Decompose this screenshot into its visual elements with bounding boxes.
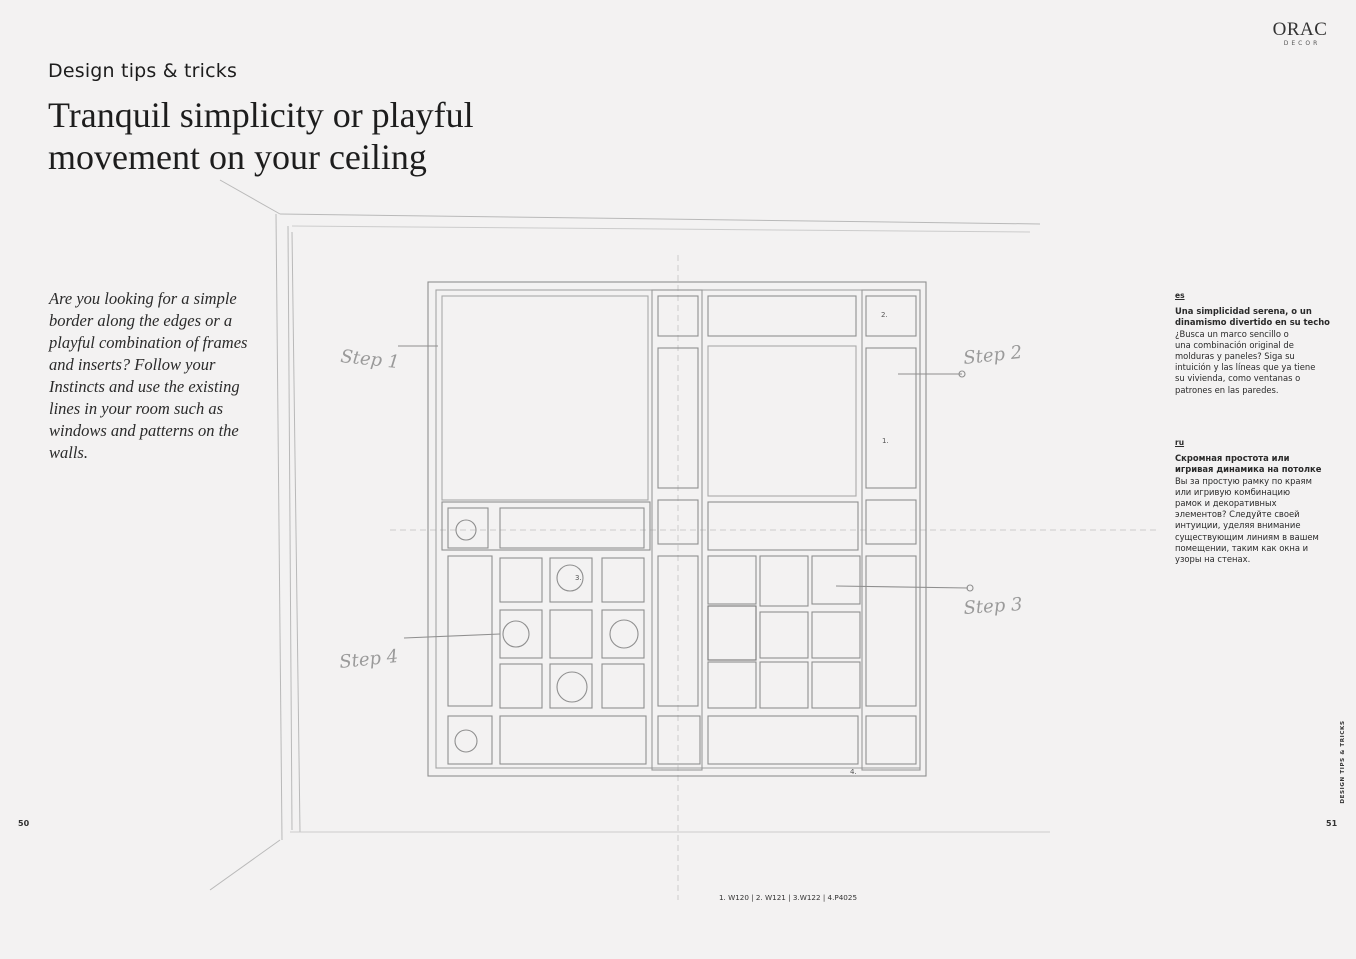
- intro-line: border along the edges or a: [49, 311, 233, 330]
- orac-decor-logo: ORAC DECOR: [1268, 19, 1332, 48]
- moulding-numbers: 1. 2. 3. 4.: [575, 311, 889, 776]
- step-labels: Step 1 Step 2 Step 3 Step 4: [338, 342, 1023, 673]
- moulding-number-3: 3.: [575, 574, 582, 582]
- moulding-number-1: 1.: [882, 437, 889, 445]
- intro-line: Instincts and use the existing: [49, 377, 240, 396]
- intro-line: playful combination of frames: [49, 333, 248, 352]
- step-4-label: Step 4: [338, 646, 399, 673]
- side-section-label: DESIGN TIPS & TRICKS: [1340, 720, 1346, 804]
- intro-paragraph: Are you looking for a simple border alon…: [49, 288, 259, 464]
- intro-line: Are you looking for a simple: [49, 289, 237, 308]
- language-code: es: [1175, 291, 1185, 300]
- intro-line: and inserts? Follow your: [49, 355, 216, 374]
- ru-body-line: или игривую комбинацию: [1175, 486, 1291, 497]
- intro-line: walls.: [49, 443, 88, 462]
- page-title: Tranquil simplicity or playful movement …: [48, 94, 568, 178]
- page-title-line: Tranquil simplicity or playful: [48, 95, 474, 135]
- intro-line: lines in your room such as: [49, 399, 224, 418]
- es-heading-line: dinamismo divertido en su techo: [1175, 317, 1330, 328]
- ru-body-line: узоры на стенах.: [1175, 554, 1251, 565]
- ru-body-line: интуиции, уделяя внимание: [1175, 520, 1301, 531]
- spanish-text-block: es Una simplicidad serena, o un dinamism…: [1175, 290, 1330, 396]
- moulding-number-4: 4.: [850, 768, 857, 776]
- page-number-right: 51: [1326, 819, 1338, 828]
- es-body-line: molduras y paneles? Siga su: [1175, 351, 1295, 362]
- page-number-left: 50: [18, 819, 30, 828]
- step-1-label: Step 1: [339, 346, 400, 373]
- ru-heading-line: игривая динамика на потолке: [1175, 464, 1322, 475]
- logo-wordmark: ORAC: [1272, 19, 1328, 40]
- moulding-number-2: 2.: [881, 311, 888, 319]
- intro-line: windows and patterns on the: [49, 421, 239, 440]
- page-title-line: movement on your ceiling: [48, 137, 427, 177]
- ru-body-line: помещении, таким как окна и: [1175, 542, 1309, 553]
- es-body-line: ¿Busca un marco sencillo o: [1175, 328, 1289, 339]
- es-body-line: intuición y las líneas que ya tiene: [1175, 362, 1316, 373]
- ru-heading-line: Скромная простота или: [1175, 453, 1290, 464]
- ru-body-line: существующим линиям в вашем: [1175, 531, 1319, 542]
- es-body-line: una combinación original de: [1175, 339, 1294, 350]
- es-body-line: su vivienda, como ventanas o: [1175, 373, 1301, 384]
- ru-body-line: рамок и декоративных: [1175, 498, 1277, 509]
- es-heading-line: Una simplicidad serena, o un: [1175, 306, 1312, 317]
- product-codes-footer: 1. W120 | 2. W121 | 3.W122 | 4.P4025: [718, 893, 858, 902]
- ru-body-line: элементов? Следуйте своей: [1175, 509, 1300, 520]
- language-code: ru: [1175, 438, 1185, 447]
- step-2-label: Step 2: [962, 342, 1023, 369]
- russian-text-block: ru Скромная простота или игривая динамик…: [1175, 437, 1322, 565]
- ru-body-line: Вы за простую рамку по краям: [1175, 475, 1312, 486]
- step-3-label: Step 3: [963, 594, 1023, 619]
- logo-subtitle: DECOR: [1283, 40, 1321, 47]
- section-kicker: Design tips & tricks: [48, 60, 238, 82]
- es-body-line: patrones en las paredes.: [1175, 384, 1279, 395]
